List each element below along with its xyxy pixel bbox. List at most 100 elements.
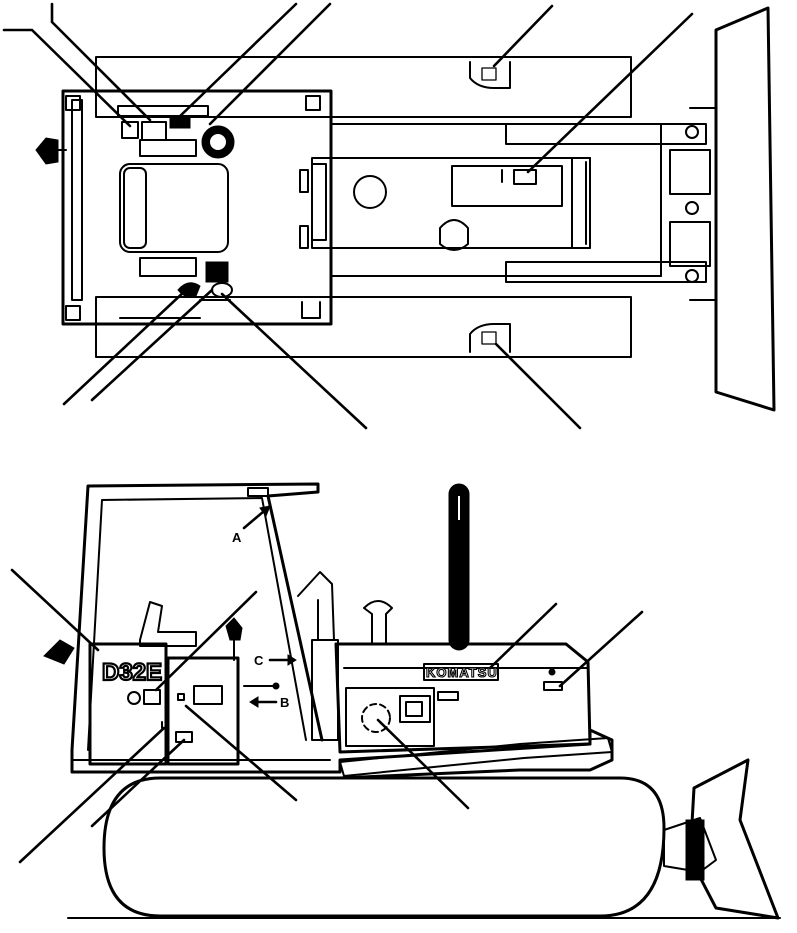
side-view: A D32E B C KOMATSU — [43, 482, 781, 920]
decal-top-4 — [139, 139, 197, 157]
blade-top — [714, 6, 776, 412]
rops-canopy-inner — [87, 497, 307, 751]
exhaust-pipe-top — [439, 219, 469, 251]
air-cleaner — [363, 600, 393, 645]
push-arm-lower — [505, 261, 707, 283]
access-panel-square-decal — [399, 695, 431, 723]
blade-bracket-upper — [669, 149, 711, 195]
leader-6 — [526, 12, 694, 174]
access-panel-tag — [437, 691, 459, 701]
muffler-stack — [448, 483, 470, 651]
rear-hitch — [35, 137, 59, 165]
lift-cylinder — [339, 737, 613, 777]
marker-a-arrowhead — [259, 505, 271, 518]
side-seat — [139, 601, 197, 647]
seat-back — [123, 167, 147, 249]
leader-16 — [376, 718, 470, 810]
marker-b-label: B — [280, 695, 289, 710]
access-panel-round-decal — [361, 703, 391, 733]
push-arm-upper — [505, 123, 707, 145]
rear-decal-square — [143, 689, 161, 705]
blade-bracket-lower — [669, 221, 711, 267]
cab-post-br — [301, 301, 321, 319]
rops-canopy-outer — [70, 482, 324, 752]
leader-11 — [10, 568, 100, 652]
top-track-plate-upper — [469, 61, 511, 89]
blade-mount — [689, 107, 717, 301]
console-indicator — [177, 693, 185, 701]
decal-bottom-1 — [205, 261, 229, 283]
leader-10 — [494, 342, 582, 430]
side-view-leader-lines — [10, 568, 644, 864]
blade-pin-1 — [685, 125, 699, 139]
leader-1 — [2, 28, 132, 128]
leader-3 — [174, 2, 298, 122]
console-bottom — [139, 257, 197, 277]
track-plate-upper-decal — [481, 67, 497, 81]
steering-knob-inner — [208, 132, 228, 152]
side-access-panel — [345, 687, 435, 747]
decal-top-1 — [121, 121, 139, 139]
side-hood — [334, 642, 592, 754]
hood-latch-lower — [299, 225, 309, 249]
leader-17 — [488, 602, 558, 670]
marker-c-label: C — [254, 653, 264, 668]
air-cleaner-cap — [353, 175, 387, 209]
hood-decal — [513, 169, 537, 185]
blade-trunnion — [685, 819, 705, 881]
leader-5 — [492, 4, 554, 68]
marker-a-label: A — [232, 530, 242, 545]
decal-top-2 — [141, 121, 167, 141]
marker-b-arrowhead — [249, 696, 259, 708]
hood-dot — [548, 668, 556, 676]
canopy-corner — [247, 487, 269, 497]
top-track-lower — [95, 296, 632, 358]
leader-13 — [18, 726, 166, 864]
cab-post-bl — [65, 305, 81, 321]
top-track-upper — [95, 56, 632, 118]
steering-lever — [225, 617, 243, 641]
leader-9 — [220, 292, 368, 430]
cab-post-tr — [305, 95, 321, 111]
brand-plate — [423, 663, 499, 681]
leader-12 — [154, 590, 258, 692]
lever-knob — [272, 682, 280, 690]
top-view — [35, 6, 776, 412]
side-track — [102, 776, 666, 918]
hood-latch-upper — [299, 169, 309, 193]
marker-c-arrowhead — [287, 654, 297, 666]
hood-side-panel — [311, 163, 327, 241]
brand-label: KOMATSU — [426, 665, 498, 680]
hood-decal-panel — [451, 165, 563, 207]
top-view-leader-lines — [2, 2, 694, 430]
operator-seat — [119, 163, 229, 253]
leader-7 — [62, 288, 188, 406]
hydraulic-tank — [311, 639, 339, 741]
leader-2 — [50, 2, 152, 122]
leader-15 — [184, 704, 298, 802]
side-rear-hitch — [43, 639, 75, 665]
console-top — [117, 105, 209, 117]
access-panel-square-inner — [405, 701, 423, 717]
leader-4 — [208, 2, 332, 126]
rops-support — [297, 571, 335, 641]
console-switch — [193, 685, 223, 705]
hood-small-decal — [543, 681, 563, 691]
blade-pin-3 — [685, 269, 699, 283]
radiator-top — [571, 157, 591, 249]
leader-18 — [558, 610, 644, 688]
side-console — [166, 656, 240, 766]
top-cab-left-rail — [71, 99, 83, 301]
hood-outline — [330, 123, 662, 277]
console-decal — [175, 731, 193, 743]
cab-post-tl — [65, 95, 81, 111]
blade-pin-2 — [685, 201, 699, 215]
rear-decal-round — [127, 691, 141, 705]
track-plate-lower-decal — [481, 331, 497, 345]
leader-14 — [90, 738, 186, 828]
model-label: D32E — [102, 659, 162, 686]
top-track-plate-lower — [469, 323, 511, 353]
leader-8 — [90, 288, 214, 402]
